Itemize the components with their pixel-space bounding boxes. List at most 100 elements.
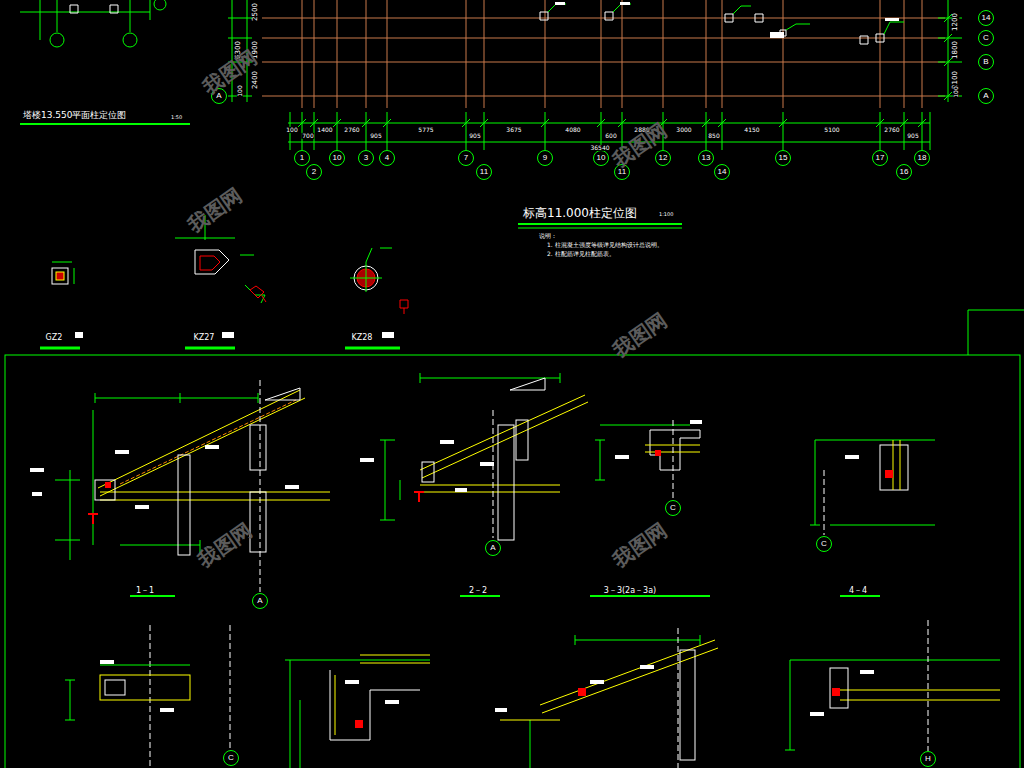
axis-label: 16 xyxy=(900,168,909,176)
grid-axis-part xyxy=(262,18,945,96)
section-8-part xyxy=(928,620,929,751)
axis-label: 14 xyxy=(982,14,991,22)
section-1-1-part xyxy=(100,492,330,500)
grid-axis-part xyxy=(302,0,922,108)
column-sections-part xyxy=(56,272,64,280)
drawing-text: 2760 xyxy=(883,127,900,133)
drawing-text: 1:50 xyxy=(170,115,183,120)
section-4-4-part xyxy=(824,470,825,535)
top-left-plan-part xyxy=(50,33,64,47)
axis-bubble: 3 xyxy=(358,150,374,166)
axis-label: 1 xyxy=(300,154,304,162)
section-8-part xyxy=(810,670,874,716)
top-left-plan xyxy=(20,0,166,47)
drawing-text: 标高11.000柱定位图 xyxy=(522,207,638,220)
section-1-1-part xyxy=(95,480,115,500)
drawing-text: 4080 xyxy=(564,127,581,133)
section-2-2-part xyxy=(493,410,494,538)
drawing-text: 2－2 xyxy=(468,587,488,595)
section-5-part xyxy=(100,675,190,700)
axis-label: 9 xyxy=(543,154,547,162)
dimension-lines-part xyxy=(20,123,190,125)
axis-label: C xyxy=(983,34,989,42)
section-1-1-part xyxy=(178,455,190,555)
section-6 xyxy=(285,655,430,768)
axis-bubble: 10 xyxy=(329,150,345,166)
axis-bubble: 18 xyxy=(914,150,930,166)
section-7-part xyxy=(578,688,586,696)
section-1-1-part xyxy=(30,445,299,509)
dimension-text: 1200 xyxy=(952,12,959,32)
drawing-text: 36540 xyxy=(589,145,610,151)
drawing-text: 850 xyxy=(707,133,720,139)
axis-bubble: 16 xyxy=(896,164,912,180)
axis-bubble: 11 xyxy=(476,164,492,180)
section-5-part xyxy=(105,680,125,695)
section-6-part xyxy=(345,680,399,704)
drawing-text: 1:100 xyxy=(658,212,674,217)
top-left-plan-part xyxy=(154,0,166,10)
axis-label: 15 xyxy=(779,154,788,162)
section-1-1-part xyxy=(88,514,98,524)
section-4-4-part xyxy=(885,470,893,478)
section-1-1 xyxy=(30,380,330,596)
section-3-3-part xyxy=(673,420,674,500)
axis-bubble: A xyxy=(978,88,994,104)
column-sections-part xyxy=(175,215,265,303)
axis-bubble: 4 xyxy=(379,150,395,166)
axis-bubble: 12 xyxy=(655,150,671,166)
axis-label: 13 xyxy=(702,154,711,162)
section-3-3-part xyxy=(650,430,700,470)
axis-bubble: 1 xyxy=(294,150,310,166)
plan-columns-part xyxy=(548,4,904,34)
section-8-part xyxy=(830,668,848,708)
section-6-part xyxy=(335,655,430,735)
section-4-4-part xyxy=(880,445,908,490)
axis-label: 4 xyxy=(385,154,389,162)
section-2-2-part xyxy=(414,492,424,502)
dimension-lines-part xyxy=(938,0,962,102)
section-8-part xyxy=(832,688,840,696)
drawing-text: 600 xyxy=(604,133,617,139)
drawing-text: 4150 xyxy=(743,127,760,133)
axis-label: C xyxy=(228,754,234,762)
column-sections-part xyxy=(195,250,229,274)
dimension-lines-part xyxy=(518,228,682,229)
drawing-text: 3－3(2a－3a) xyxy=(603,587,657,595)
section-1-1-part xyxy=(120,400,296,484)
drawing-text: KZ28 xyxy=(351,334,374,342)
section-1-1-part xyxy=(260,380,261,592)
section-4-4-part xyxy=(840,595,880,597)
axis-bubble: 10 xyxy=(593,150,609,166)
column-sections-part xyxy=(200,256,220,270)
section-1-1-part xyxy=(98,390,305,496)
column-sections-part xyxy=(52,268,68,284)
drawing-text: 5100 xyxy=(823,127,840,133)
column-sections xyxy=(40,215,408,348)
drawing-text: 说明： xyxy=(538,233,558,239)
section-7 xyxy=(495,628,718,768)
section-8 xyxy=(785,620,1000,751)
section-4-4-part xyxy=(893,440,900,490)
grid-axis xyxy=(262,0,945,108)
column-sections-part xyxy=(52,262,74,284)
axis-bubble: C xyxy=(816,536,832,552)
column-sections-part xyxy=(400,300,408,314)
drawing-text: 700 xyxy=(301,133,314,139)
dimension-text: 100 xyxy=(953,85,959,98)
plan-columns-part xyxy=(540,12,884,44)
axis-bubble: 9 xyxy=(537,150,553,166)
axis-bubble: 14 xyxy=(714,164,730,180)
axis-label: B xyxy=(983,58,988,66)
section-6-part xyxy=(355,720,363,728)
section-2-2-part xyxy=(460,595,500,597)
drawing-text: 1400 xyxy=(316,127,333,133)
axis-bubble: 17 xyxy=(872,150,888,166)
section-6-part xyxy=(330,670,420,740)
axis-label: 10 xyxy=(597,154,606,162)
drawing-text: 905 xyxy=(369,133,382,139)
section-7-part xyxy=(500,720,560,721)
axis-label: 12 xyxy=(659,154,668,162)
